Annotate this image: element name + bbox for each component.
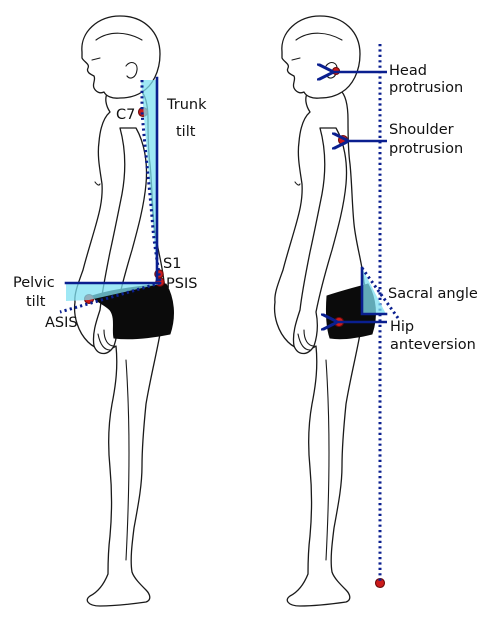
shoulder-protrusion-label-line2: protrusion [389, 141, 463, 157]
right-figure-fingers [297, 329, 315, 351]
ankle-landmark-marker [374, 577, 386, 589]
c7-label: C7 [116, 107, 135, 123]
hip-anteversion-label-line2: anteversion [390, 337, 476, 353]
right-figure [273, 15, 400, 607]
hip-anteversion-label-line1: Hip [390, 319, 414, 335]
head-protrusion-label-line1: Head [389, 63, 427, 79]
left-figure-fingers [97, 329, 115, 351]
trunk-dotted-line [140, 80, 162, 283]
asis-label: ASIS [45, 315, 78, 331]
head-protrusion-label-line2: protrusion [389, 80, 463, 96]
sacral-angle-fill [362, 268, 386, 314]
right-figure-leg-line [325, 359, 330, 561]
psis-label: PSIS [166, 276, 197, 292]
right-figure-nipple [294, 181, 301, 186]
left-figure-eye [91, 57, 101, 61]
s1-label: S1 [163, 256, 181, 272]
right-figure-body-outline [273, 89, 367, 607]
left-figure-nipple [94, 181, 101, 186]
pelvic-tilt-angle-fill [66, 284, 160, 301]
trunk-tilt-label-line1: Trunk [166, 97, 207, 113]
left-figure-leg-line [125, 359, 130, 561]
right-figure-head [281, 15, 361, 99]
pelvic-tilt-label-line2: tilt [26, 294, 46, 310]
sacral-angle-reference-lines [360, 266, 388, 316]
right-figure-arm [292, 127, 348, 355]
left-figure-ear [125, 61, 138, 79]
trunk-tilt-label-line2: tilt [176, 124, 196, 140]
shoulder-protrusion-label-line1: Shoulder [389, 122, 454, 138]
left-figure-hair [95, 32, 143, 41]
pelvic-dotted-line [59, 281, 161, 314]
shoulder-landmark-marker [337, 134, 349, 146]
right-figure-eye [291, 57, 301, 61]
sacral-angle-label: Sacral angle [388, 286, 478, 302]
right-figure-hair [295, 32, 343, 41]
pelvic-tilt-label-line1: Pelvic [13, 275, 55, 291]
left-figure [59, 15, 174, 607]
